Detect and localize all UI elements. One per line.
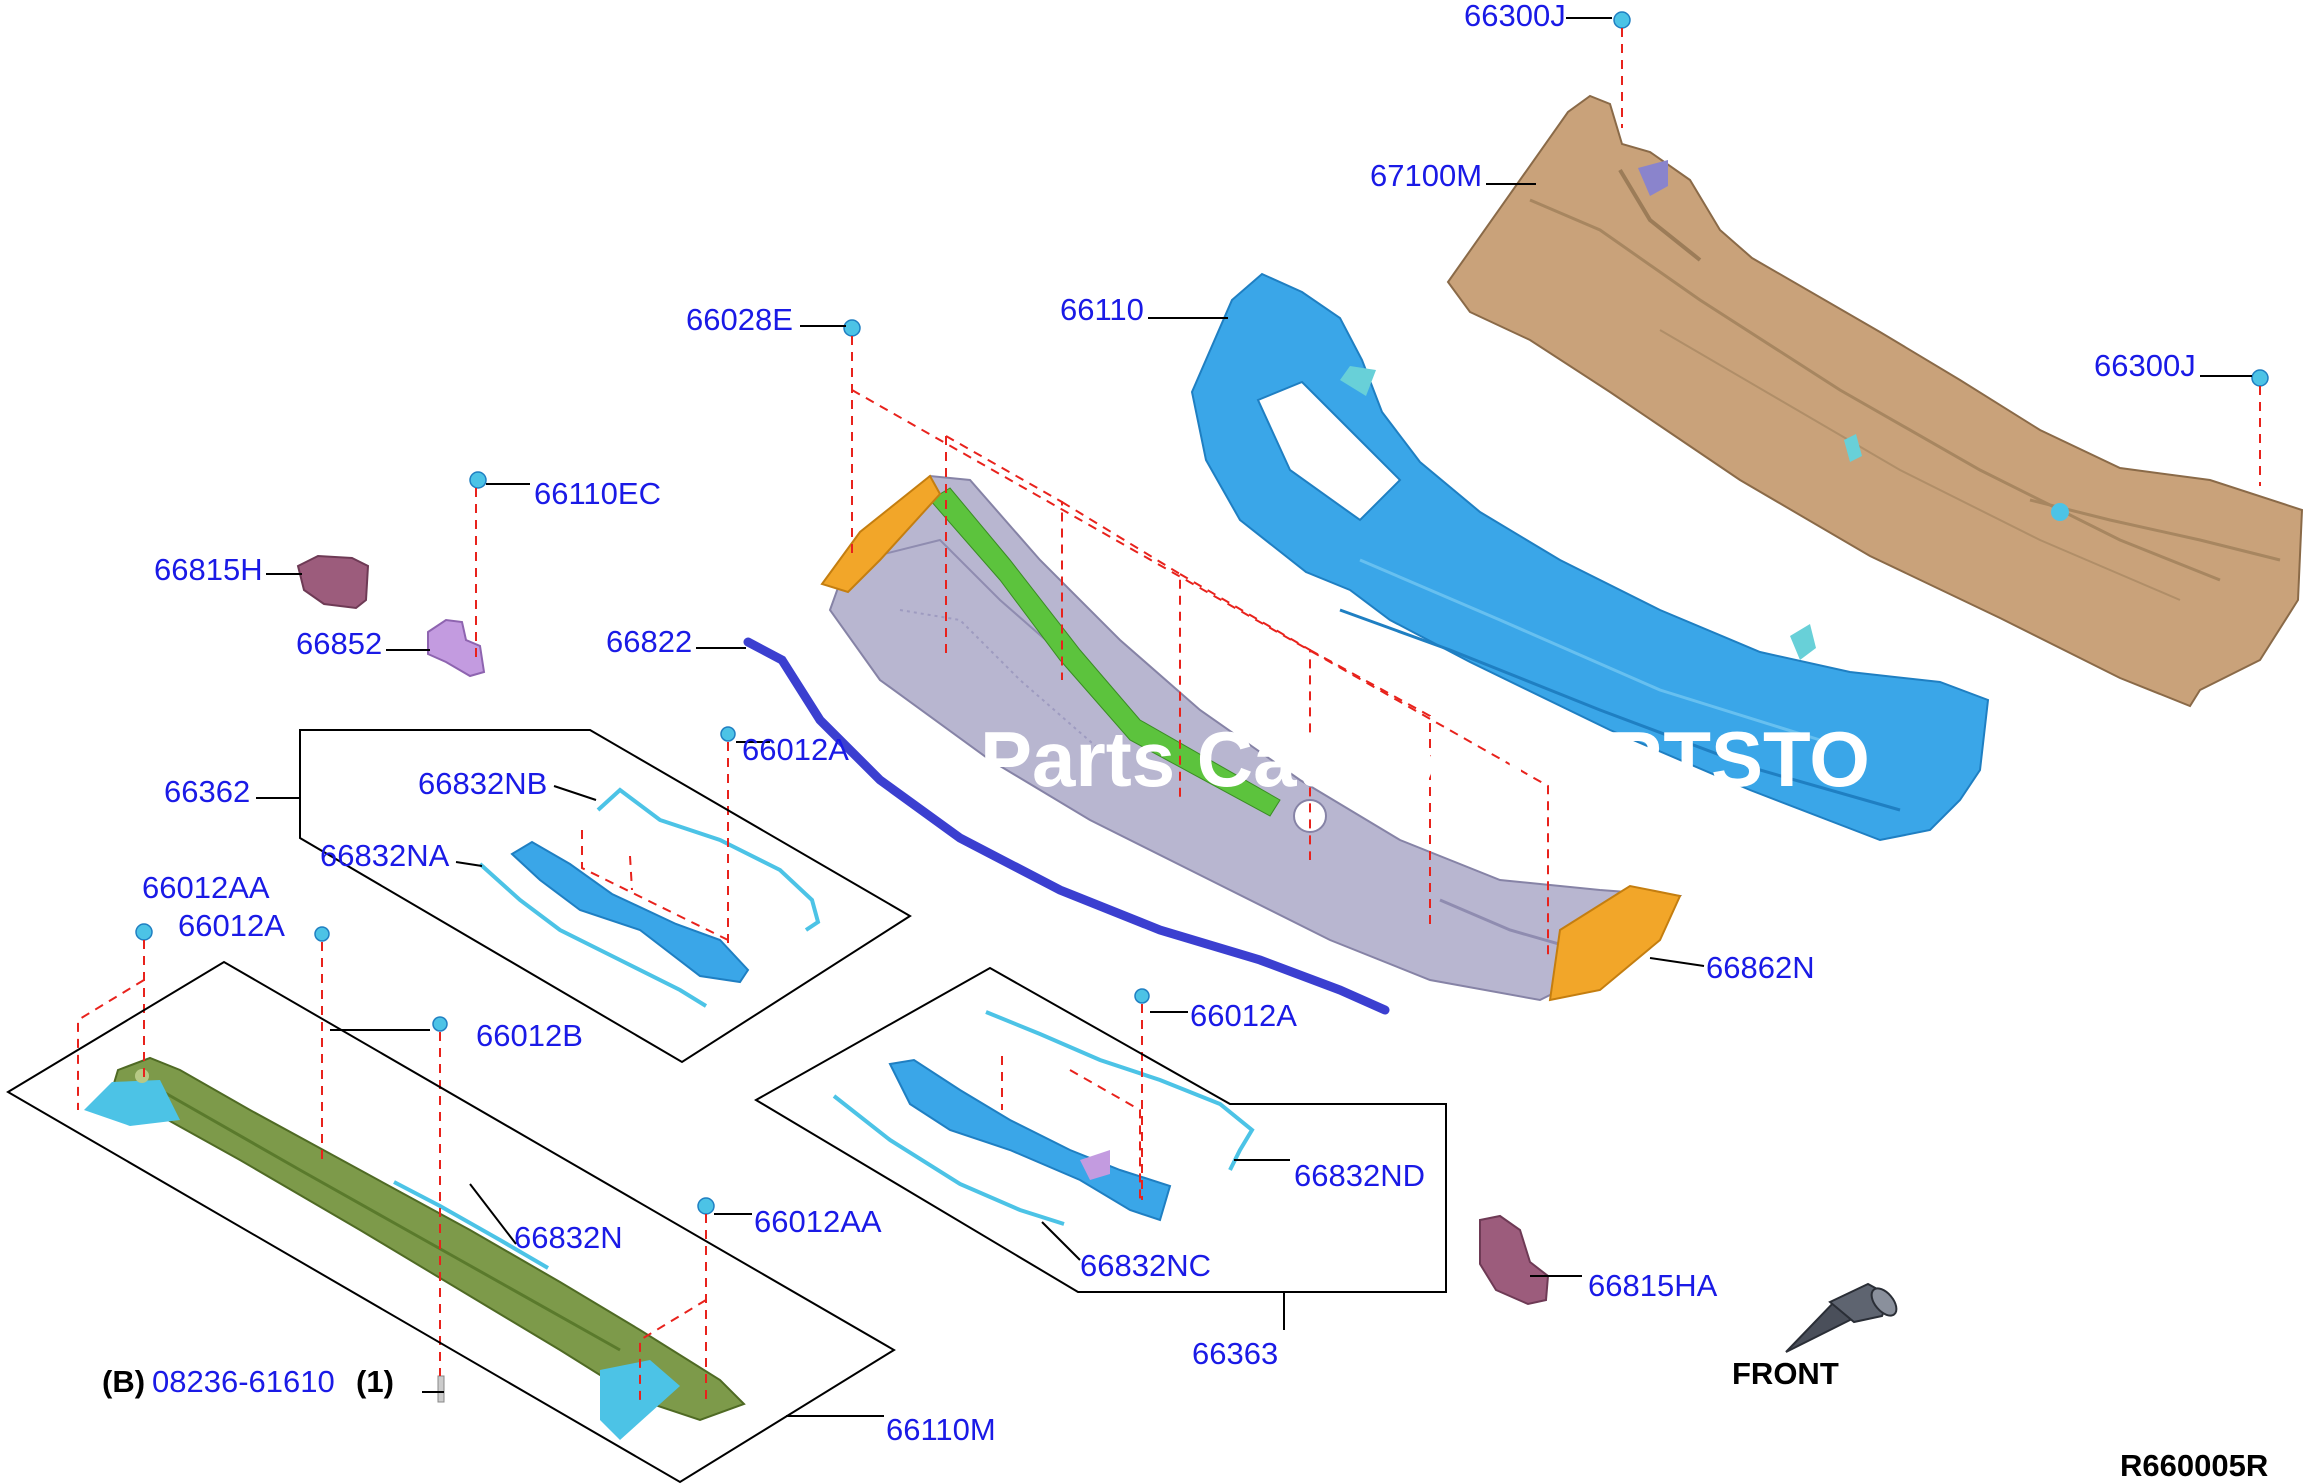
group-box-66362 bbox=[299, 729, 912, 1064]
part-66362-bracket[interactable] bbox=[510, 840, 750, 984]
label-67100M[interactable]: 67100M bbox=[1370, 158, 1482, 193]
bolt-icon bbox=[437, 1375, 445, 1403]
label-66110M[interactable]: 66110M bbox=[886, 1412, 996, 1447]
label-66832ND[interactable]: 66832ND bbox=[1294, 1158, 1425, 1193]
label-66110[interactable]: 66110 bbox=[1060, 292, 1144, 327]
bolt-prefix: (B) bbox=[102, 1364, 145, 1399]
label-66862N[interactable]: 66862N bbox=[1706, 950, 1815, 985]
part-66822-seal[interactable] bbox=[743, 637, 1390, 1015]
front-arrow-icon bbox=[1785, 1282, 1898, 1353]
label-66832NA[interactable]: 66832NA bbox=[320, 838, 450, 873]
small-lilac-tab bbox=[1080, 1150, 1110, 1180]
label-66012AA-lower[interactable]: 66012AA bbox=[754, 1204, 882, 1239]
label-66012B[interactable]: 66012B bbox=[476, 1018, 583, 1053]
label-66110EC[interactable]: 66110EC bbox=[534, 476, 661, 511]
part-66110-panel[interactable] bbox=[1190, 272, 1990, 842]
part-66815H[interactable] bbox=[296, 554, 370, 610]
part-66832NB[interactable] bbox=[596, 787, 821, 932]
bolt-part-number[interactable]: 08236-61610 bbox=[152, 1364, 335, 1399]
leader-lines bbox=[256, 17, 2252, 1417]
label-66012A-mid[interactable]: 66012A bbox=[742, 732, 849, 767]
group-box-66110M bbox=[6, 960, 896, 1484]
label-66832NB[interactable]: 66832NB bbox=[418, 766, 547, 801]
group-box-66363 bbox=[754, 966, 1447, 1293]
label-66363[interactable]: 66363 bbox=[1192, 1336, 1278, 1371]
label-66028E[interactable]: 66028E bbox=[686, 302, 793, 337]
label-66815H[interactable]: 66815H bbox=[154, 552, 263, 587]
watermark: Parts Catalog PARTSTO bbox=[980, 715, 1870, 803]
label-66362[interactable]: 66362 bbox=[164, 774, 250, 809]
label-66300J-right[interactable]: 66300J bbox=[2094, 348, 2196, 383]
label-66012A-right[interactable]: 66012A bbox=[1190, 998, 1297, 1033]
part-67100M-panel[interactable] bbox=[1446, 94, 2304, 708]
orange-end-right bbox=[1548, 884, 1682, 1002]
part-66832N[interactable] bbox=[393, 1180, 550, 1270]
diagram-code: R660005R bbox=[2120, 1448, 2268, 1483]
part-66832NA[interactable] bbox=[478, 862, 708, 1008]
orange-end-left bbox=[820, 474, 942, 594]
green-seal-strip bbox=[929, 487, 1281, 817]
label-66832N[interactable]: 66832N bbox=[514, 1220, 623, 1255]
bolt-quantity: (1) bbox=[356, 1364, 394, 1399]
label-66012AA-left[interactable]: 66012AA bbox=[142, 870, 270, 905]
label-66832NC[interactable]: 66832NC bbox=[1080, 1248, 1211, 1283]
part-66832NC[interactable] bbox=[832, 1094, 1065, 1226]
label-66012A-left[interactable]: 66012A bbox=[178, 908, 285, 943]
part-66110M-bar[interactable] bbox=[84, 1056, 746, 1440]
front-label: FRONT bbox=[1732, 1356, 1839, 1391]
part-66363-bracket[interactable] bbox=[888, 1058, 1172, 1222]
part-66832ND[interactable] bbox=[985, 1010, 1255, 1171]
part-66815HA[interactable] bbox=[1479, 1214, 1550, 1306]
label-66822[interactable]: 66822 bbox=[606, 624, 692, 659]
label-66852[interactable]: 66852 bbox=[296, 626, 382, 661]
clip-icon bbox=[135, 11, 2269, 1215]
bracket-icon bbox=[1638, 160, 1668, 196]
label-66815HA[interactable]: 66815HA bbox=[1588, 1268, 1718, 1303]
part-66852[interactable] bbox=[427, 618, 486, 678]
label-66300J-top[interactable]: 66300J bbox=[1464, 0, 1566, 33]
